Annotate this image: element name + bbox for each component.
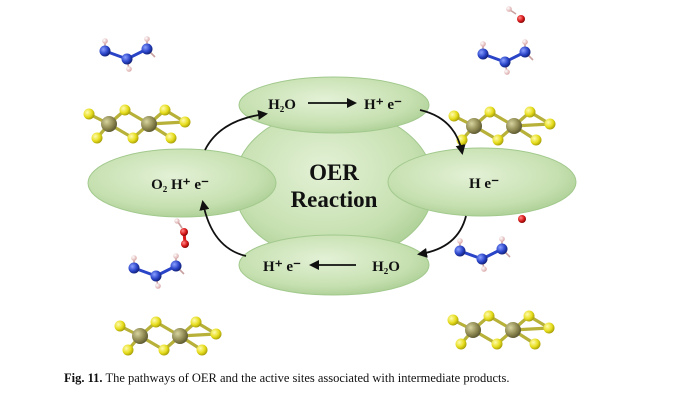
bottom-node-reactant: H₂O bbox=[372, 259, 400, 275]
molecule-nh-bottom-left bbox=[127, 251, 186, 291]
molecule-o2-bottom-left bbox=[174, 218, 189, 248]
mos2-model-bottom-left bbox=[112, 314, 224, 358]
top-node-product: H⁺ e⁻ bbox=[364, 97, 402, 113]
oer-diagram: OER Reaction H₂O H⁺ e⁻ H e⁻ H⁺ e⁻ H₂O O₂… bbox=[81, 6, 577, 358]
node-right-ellipse bbox=[387, 147, 577, 217]
bottom-node-product: H⁺ e⁻ bbox=[263, 259, 301, 275]
node-left-ellipse bbox=[87, 148, 277, 218]
cycle-arrow-right-to-bottom bbox=[417, 215, 467, 258]
adsorbed-oxygen-right bbox=[518, 215, 526, 223]
figure-caption-text: The pathways of OER and the active sites… bbox=[102, 371, 510, 385]
mos2-model-top-left bbox=[81, 102, 193, 146]
molecule-nh-top-right bbox=[476, 37, 535, 77]
mos2-model-bottom-right bbox=[445, 308, 557, 352]
cycle-arrow-top-to-right bbox=[419, 109, 466, 155]
cycle-arrow-bottom-to-left bbox=[199, 200, 247, 257]
figure-caption-label: Fig. 11. bbox=[64, 371, 103, 385]
adsorbed-oxygen-top-right bbox=[506, 6, 525, 23]
top-node-reactant: H₂O bbox=[268, 97, 296, 113]
center-label-reaction: Reaction bbox=[291, 187, 378, 212]
right-node-label: H e⁻ bbox=[469, 176, 499, 192]
node-top-ellipse bbox=[238, 76, 430, 134]
molecule-nh-top-left bbox=[98, 34, 157, 74]
mos2-model-top-right bbox=[446, 104, 558, 148]
center-label-oer: OER bbox=[309, 160, 359, 185]
cycle-arrow-left-to-top bbox=[204, 109, 268, 151]
left-node-label: O₂ H⁺ e⁻ bbox=[151, 177, 209, 193]
molecule-nh-bottom-right bbox=[453, 234, 512, 274]
figure-caption: Fig. 11. The pathways of OER and the act… bbox=[64, 370, 630, 386]
